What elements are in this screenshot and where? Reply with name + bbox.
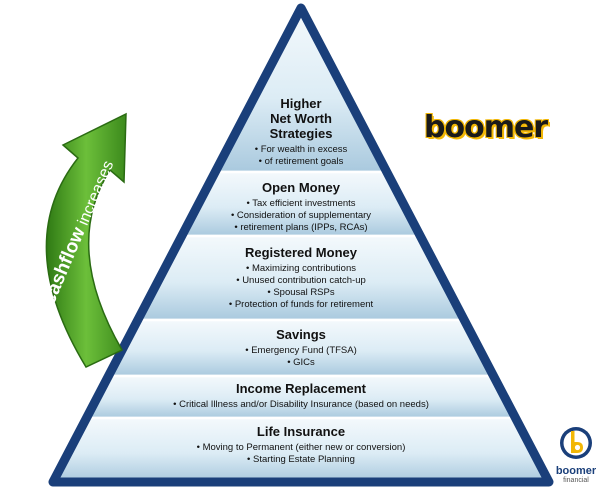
tier-bullet-item: Critical Illness and/or Disability Insur… <box>101 399 501 411</box>
boomer-b-logo-icon <box>560 427 592 459</box>
pyramid-outline <box>48 3 554 487</box>
tier-bullet-item: Maximizing contributions <box>101 263 501 275</box>
tier-title: Higher <box>280 96 322 111</box>
cashflow-arrow: as cashflow increases <box>33 112 127 368</box>
tier-title: Income Replacement <box>235 381 367 396</box>
tier-bullet-item: Starting Estate Planning <box>101 454 501 466</box>
tier-title: Net Worth <box>270 111 332 126</box>
tier-bullet-item: retirement plans (IPPs, RCAs) <box>101 222 501 234</box>
tier-bullet-item: Emergency Fund (TFSA) <box>101 345 501 357</box>
tier-title: Life Insurance <box>256 424 346 439</box>
arrow-label-prefix: as <box>33 300 57 326</box>
tier-text-4: SavingsEmergency Fund (TFSA)GICs <box>101 327 501 369</box>
logo-subtitle: financial <box>563 477 589 484</box>
tier-bullet-item: For wealth in excess <box>101 144 501 156</box>
tier-title: Open Money <box>261 180 340 195</box>
tier-bullet-item: of retirement goals <box>101 156 501 168</box>
tier-bullet-item: Spousal RSPs <box>101 287 501 299</box>
tier-text-6: Life InsuranceMoving to Permanent (eithe… <box>101 424 501 466</box>
tier-bullet-item: Tax efficient investments <box>101 198 501 210</box>
tier-text-3: Registered MoneyMaximizing contributions… <box>101 245 501 311</box>
tier-bullet-item: Unused contribution catch-up <box>101 275 501 287</box>
tier-title: Registered Money <box>245 245 357 260</box>
tier-title: Strategies <box>269 126 333 141</box>
boomer-financial-logo: boomer financial <box>553 425 599 485</box>
tier-text-2: Open MoneyTax efficient investmentsConsi… <box>101 180 501 234</box>
up-arrow-icon <box>45 112 127 368</box>
tier-text-5: Income ReplacementCritical Illness and/o… <box>101 381 501 411</box>
tier-bullet-item: Protection of funds for retirement <box>101 299 501 311</box>
boomer-wordmark: boomer <box>424 110 548 145</box>
tier-title: Savings <box>276 327 326 342</box>
tier-bullet-item: Consideration of supplementary <box>101 210 501 222</box>
logo-name: boomer <box>555 465 597 477</box>
tier-bullet-item: Moving to Permanent (either new or conve… <box>101 442 501 454</box>
tier-bullet-item: GICs <box>101 357 501 369</box>
